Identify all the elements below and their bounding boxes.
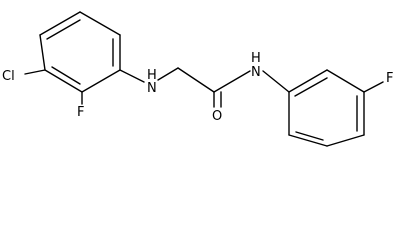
- molecule-structure: Cl F H N O H N F: [2, 11, 393, 147]
- bond-co-n: [213, 70, 251, 93]
- bond: [81, 69, 121, 93]
- amide-h-label: H: [251, 51, 261, 66]
- bond: [326, 69, 365, 93]
- fluorine-ortho-label: F: [77, 105, 84, 120]
- amide-n-label: N: [251, 65, 261, 80]
- bond-c-cl: [24, 69, 46, 75]
- bond: [288, 69, 328, 93]
- chloro-fluoro-phenyl-ring: [39, 11, 121, 93]
- bond: [39, 34, 46, 71]
- bond: [79, 11, 121, 36]
- bond: [39, 11, 81, 36]
- bond: [288, 134, 328, 147]
- bond-c-f-meta: [363, 81, 384, 93]
- bond: [44, 69, 83, 93]
- double-bond-inner: [46, 19, 81, 40]
- double-bond-inner: [294, 77, 328, 97]
- amine-n-label: N: [147, 81, 157, 96]
- bond: [326, 134, 365, 147]
- bond-n-aryl: [262, 70, 290, 93]
- bond-aryl-n: [119, 69, 145, 83]
- bond-n-ch2: [157, 67, 179, 81]
- oxygen-label: O: [212, 109, 222, 124]
- amine-h-label: H: [147, 68, 157, 83]
- fluoro-phenyl-ring: [288, 69, 365, 147]
- double-bond-inner: [295, 131, 324, 141]
- bond-ch2-co: [177, 67, 215, 93]
- double-bond-inner: [51, 66, 81, 85]
- fluorine-meta-label: F: [386, 71, 393, 86]
- chlorine-label: Cl: [2, 69, 15, 84]
